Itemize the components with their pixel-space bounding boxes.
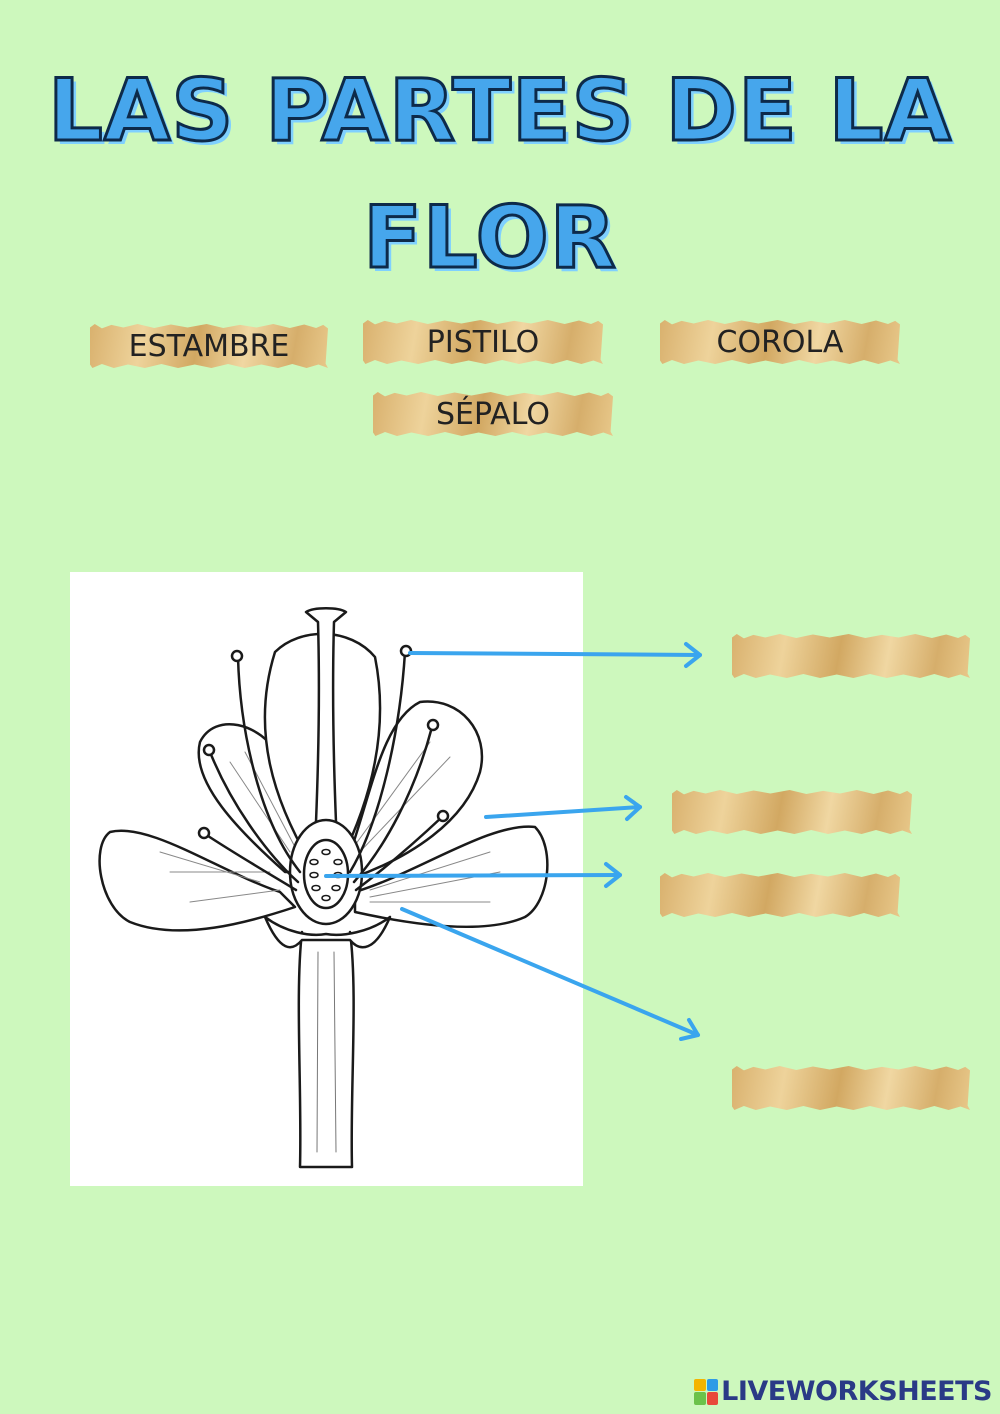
answer-blank-3[interactable] xyxy=(660,873,900,917)
brand-name: LIVEWORKSHEETS xyxy=(721,1376,992,1407)
word-label: ESTAMBRE xyxy=(128,328,290,364)
word-label: COROLA xyxy=(716,324,844,360)
word-label: PISTILO xyxy=(426,324,540,360)
flower-diagram xyxy=(70,572,583,1186)
flower-drawing xyxy=(98,607,549,1169)
arrow-head-2 xyxy=(624,795,642,821)
word-bank-sepalo[interactable]: SÉPALO xyxy=(373,392,613,436)
arrow-head-1 xyxy=(684,642,702,668)
word-label: SÉPALO xyxy=(436,396,550,432)
page-title-line-2: FLOR xyxy=(362,188,618,288)
word-bank-corola[interactable]: COROLA xyxy=(660,320,900,364)
liveworksheets-brand: LIVEWORKSHEETS xyxy=(694,1376,992,1407)
word-bank-estambre[interactable]: ESTAMBRE xyxy=(90,324,328,368)
answer-blank-4[interactable] xyxy=(732,1066,970,1110)
liveworksheets-logo-icon xyxy=(694,1378,719,1405)
page-title-line-1: LAS PARTES DE LA xyxy=(46,61,952,161)
arrow-head-4 xyxy=(679,1018,700,1041)
word-bank-pistilo[interactable]: PISTILO xyxy=(363,320,603,364)
answer-blank-1[interactable] xyxy=(732,634,970,678)
arrow-head-3 xyxy=(604,862,622,888)
answer-blank-2[interactable] xyxy=(672,790,912,834)
